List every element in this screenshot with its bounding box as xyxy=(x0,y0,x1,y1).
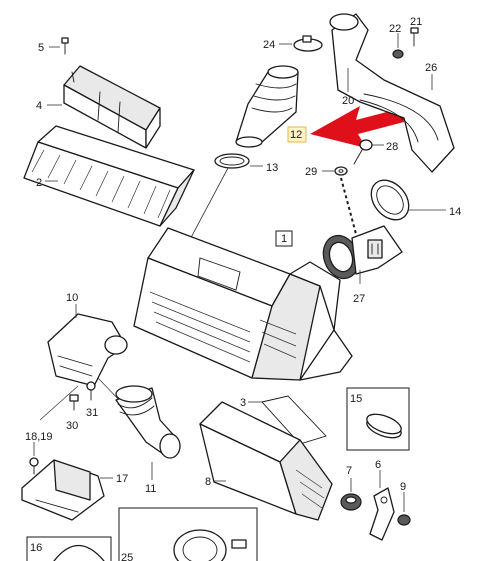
callout-1: 1 xyxy=(281,233,287,245)
callout-6: 6 xyxy=(375,459,381,471)
callout-17: 17 xyxy=(116,473,128,485)
part-5-screw xyxy=(61,37,69,55)
callout-24: 24 xyxy=(263,39,275,51)
part-1-air-box-housing xyxy=(133,227,353,381)
callout-9: 9 xyxy=(400,481,406,493)
callout-18-19: 18,19 xyxy=(25,431,53,443)
part-8-lower-housing xyxy=(199,401,333,521)
part-29-washer xyxy=(334,166,348,176)
callout-2: 2 xyxy=(36,177,42,189)
callout-4: 4 xyxy=(36,100,42,112)
highlight-arrow-icon xyxy=(310,106,404,148)
part-31-screw xyxy=(86,381,96,401)
callout-5: 5 xyxy=(38,42,44,54)
part-14-clamp-ring xyxy=(370,179,410,221)
callout-12: 12 xyxy=(290,129,302,141)
callout-21: 21 xyxy=(410,16,422,28)
callout-15: 15 xyxy=(350,393,362,405)
part-24-hose-clamp xyxy=(293,35,323,52)
part-17-bracket xyxy=(21,459,105,521)
part-18-19-screw xyxy=(29,457,39,475)
callout-20: 20 xyxy=(342,95,354,107)
part-7-rubber-mount xyxy=(340,493,362,511)
callout-13: 13 xyxy=(266,162,278,174)
callout-30: 30 xyxy=(66,420,78,432)
part-4-filter-lid xyxy=(63,65,161,149)
part-6-bracket xyxy=(369,487,395,541)
callout-11: 11 xyxy=(145,483,156,495)
part-3-seal xyxy=(261,395,327,445)
inset-16 xyxy=(26,536,112,561)
part-20-air-duct xyxy=(329,13,455,173)
part-9-nut xyxy=(397,514,411,526)
inset-15 xyxy=(346,387,410,451)
part-2-air-filter xyxy=(23,125,195,227)
part-30-clip xyxy=(69,394,79,411)
callout-1-box xyxy=(275,230,293,247)
callout-22: 22 xyxy=(389,23,401,35)
callout-25: 25 xyxy=(121,552,133,561)
part-13-o-ring xyxy=(214,153,250,169)
callout-26: 26 xyxy=(425,62,437,74)
part-11-bent-hose xyxy=(115,385,181,459)
callout-14: 14 xyxy=(449,206,461,218)
callout-31: 31 xyxy=(86,407,98,419)
part-12-intake-hose xyxy=(235,65,299,148)
part-21-bolt xyxy=(410,27,419,47)
part-10-duct-elbow xyxy=(47,313,128,387)
callout-12-highlight xyxy=(287,126,307,143)
callout-8: 8 xyxy=(205,476,211,488)
callout-27: 27 xyxy=(353,293,365,305)
inset-25 xyxy=(118,507,258,561)
callout-29: 29 xyxy=(305,166,317,178)
callout-16: 16 xyxy=(30,542,42,554)
callout-3: 3 xyxy=(240,397,246,409)
callout-10: 10 xyxy=(66,292,78,304)
callout-28: 28 xyxy=(386,141,398,153)
callout-7: 7 xyxy=(346,465,352,477)
part-22-nut xyxy=(392,49,404,59)
part-27-maf-sensor xyxy=(322,225,403,280)
